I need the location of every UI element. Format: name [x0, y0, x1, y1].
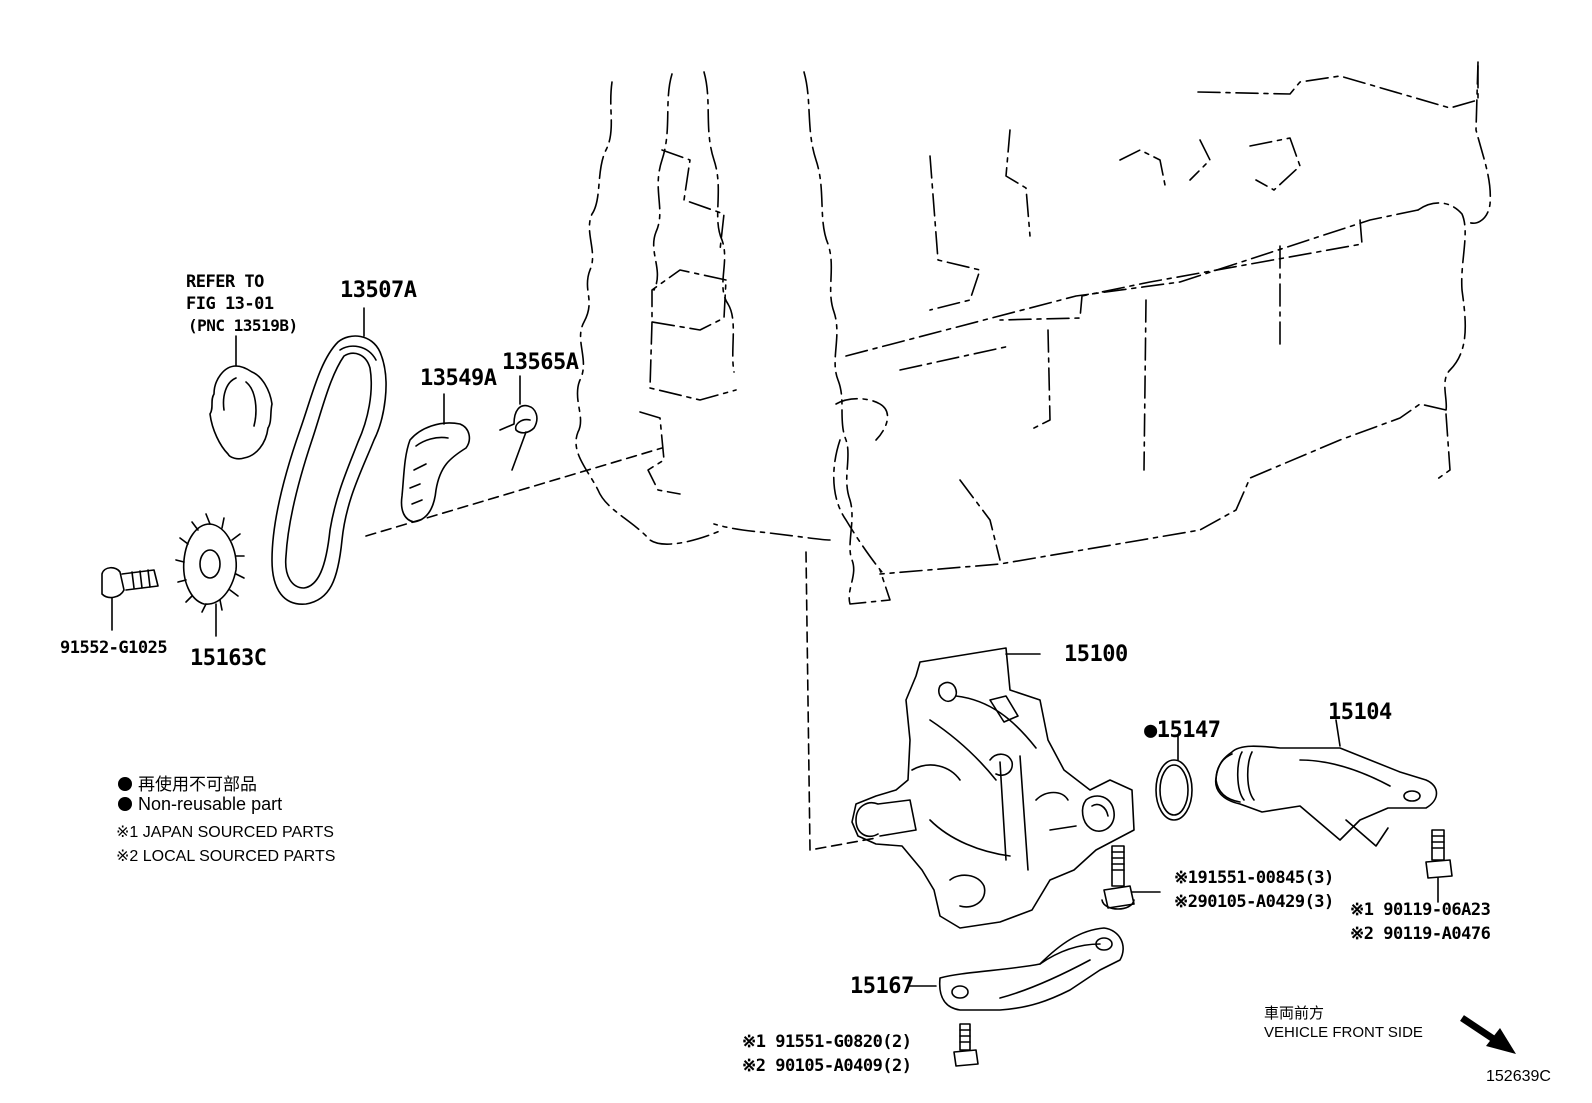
chain-guide: [400, 393, 471, 523]
refer-line-2: FIG 13-01: [186, 294, 274, 314]
sprocket-bolt: [101, 566, 159, 631]
label-timing-chain: 13507A: [340, 278, 417, 303]
label-plate-bolt-local: ※2 90105-A0409(2): [742, 1056, 912, 1076]
strainer-bolt: [1425, 829, 1453, 903]
label-o-ring: ●15147: [1144, 718, 1221, 743]
o-ring: [1155, 735, 1193, 821]
oil-pump-drive-sprocket: [175, 513, 245, 637]
oil-pump-assembly: [851, 647, 1135, 929]
bullet-icon: [118, 777, 132, 791]
refer-line-1: REFER TO: [186, 272, 264, 292]
oil-strainer: [1214, 719, 1438, 847]
legend-japan-sourced: ※1 JAPAN SOURCED PARTS: [116, 824, 334, 841]
bullet-icon: [118, 797, 132, 811]
label-sprocket: 15163C: [190, 646, 267, 671]
timing-chain: [271, 307, 387, 605]
pump-bolt: [1101, 845, 1161, 910]
label-oil-pump: 15100: [1064, 642, 1128, 667]
legend-nonreusable-en: Non-reusable part: [118, 794, 282, 815]
refer-line-3: (PNC 13519B): [188, 316, 298, 335]
label-strainer-bolt-japan: ※1 90119-06A23: [1350, 900, 1491, 920]
label-pump-bolt-japan: ※191551-00845(3): [1174, 868, 1334, 888]
direction-jp: 車両前方: [1264, 1005, 1325, 1022]
label-strainer: 15104: [1328, 700, 1392, 725]
nonreusable-mark: ●: [1144, 718, 1157, 743]
label-pump-bolt-local: ※290105-A0429(3): [1174, 892, 1334, 912]
label-spring: 13565A: [502, 350, 579, 375]
figure-id: 152639C: [1486, 1068, 1551, 1085]
plate-bolt: [953, 1023, 979, 1067]
tensioner-spring: [499, 375, 538, 471]
label-plate-bolt-japan: ※1 91551-G0820(2): [742, 1032, 912, 1052]
assembly-leader-lines: [365, 447, 877, 851]
legend-local-sourced: ※2 LOCAL SOURCED PARTS: [116, 848, 336, 865]
label-plate: 15167: [850, 974, 914, 999]
pump-plate: [909, 927, 1124, 1011]
label-chain-guide: 13549A: [420, 366, 497, 391]
engine-block-outline: [575, 61, 1492, 605]
legend-nonreusable-jp: 再使用不可部品: [118, 770, 257, 795]
label-strainer-bolt-local: ※2 90119-A0476: [1350, 924, 1491, 944]
direction-en: VEHICLE FRONT SIDE: [1264, 1024, 1423, 1041]
label-sprocket-bolt: 91552-G1025: [60, 638, 168, 658]
vehicle-front-arrow-icon: [1460, 1015, 1516, 1054]
crank-sprocket-reference: [209, 335, 273, 460]
